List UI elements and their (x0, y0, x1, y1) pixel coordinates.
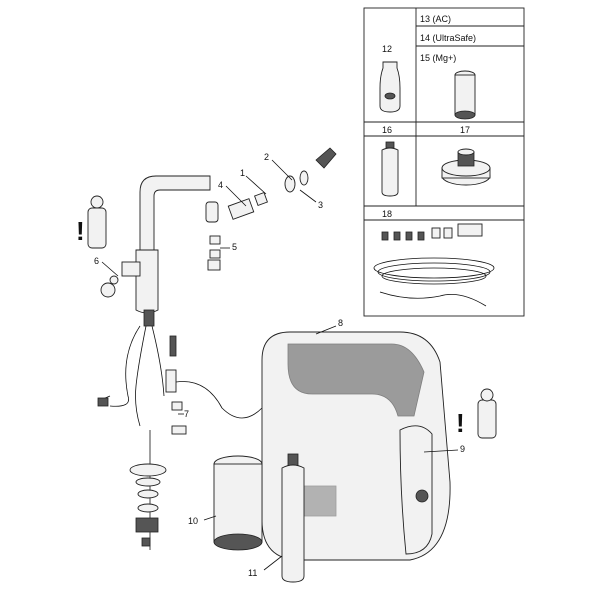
table-label-13: 13 (AC) (420, 14, 451, 24)
table-label-18: 18 (382, 209, 392, 219)
callout-8: 8 (338, 318, 343, 328)
callout-9: 9 (460, 444, 465, 454)
table-label-15: 15 (Mg+) (420, 53, 456, 63)
callout-10: 10 (188, 516, 198, 526)
co2-bottle-16 (381, 141, 399, 197)
filter-cartridge-10 (213, 455, 263, 551)
callout-7: 7 (184, 409, 189, 419)
filter-cartridge-13-15 (454, 70, 476, 120)
callout-5: 5 (232, 242, 237, 252)
exclamation-mark-right: ! (456, 408, 465, 438)
parts-table: 12 13 (AC) 14 (UltraSafe) 15 (Mg+) 16 17… (363, 7, 525, 317)
callout-4: 4 (218, 180, 223, 190)
faucet-assembly (97, 147, 337, 550)
warning-person-icon: ! (76, 195, 107, 249)
callout-11: 11 (248, 568, 257, 578)
warning-person-icon: ! (456, 388, 497, 439)
table-label-14: 14 (UltraSafe) (420, 33, 476, 43)
table-label-12: 12 (382, 44, 392, 54)
bottle-cap-17 (441, 148, 491, 186)
table-label-16: 16 (382, 125, 392, 135)
callouts: 1 2 3 4 5 6 7 8 9 10 11 (94, 152, 465, 578)
co2-bottle-11 (281, 453, 305, 583)
callout-1: 1 (240, 168, 245, 178)
callout-3: 3 (318, 200, 323, 210)
chiller-unit (261, 331, 451, 561)
exclamation-mark-left: ! (76, 216, 85, 246)
filter-cartridge-12 (379, 61, 401, 113)
callout-6: 6 (94, 256, 99, 266)
callout-2: 2 (264, 152, 269, 162)
table-label-17: 17 (460, 125, 470, 135)
hose-set-18 (373, 223, 495, 307)
